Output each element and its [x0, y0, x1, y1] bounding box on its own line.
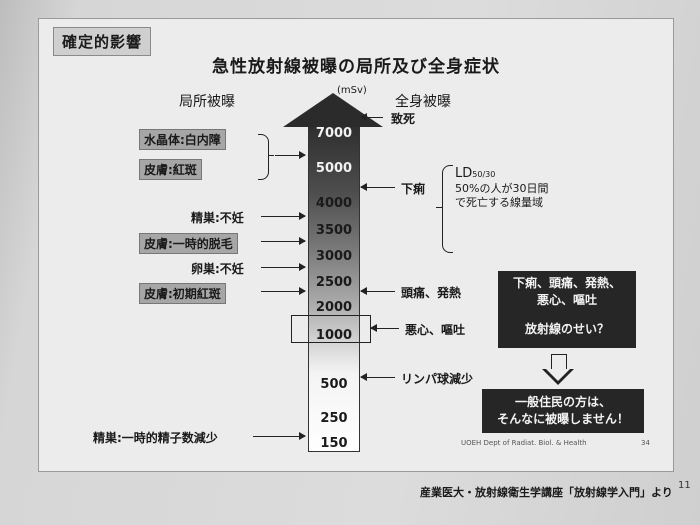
dose-7000: 7000 — [315, 126, 353, 141]
dose-150: 150 — [320, 436, 348, 451]
question-box: 下痢、頭痛、発熱、 悪心、嘔吐 放射線のせい？ — [498, 271, 636, 348]
local-label-skin-erythema: 皮膚:紅斑 — [139, 159, 202, 180]
dose-2500: 2500 — [315, 275, 353, 290]
whole-body-exposure-heading: 全身被曝 — [395, 94, 451, 110]
answer-box: 一般住民の方は、 そんなに被曝しません！ — [482, 389, 644, 433]
local-label-skin-early-erythema: 皮膚:初期紅斑 — [139, 283, 226, 304]
dose-arrow-head — [283, 93, 383, 127]
arrow-to-2500 — [261, 263, 306, 271]
local-exposure-heading: 局所被曝 — [179, 94, 235, 110]
answer-line1: 一般住民の方は、 — [514, 395, 611, 409]
question-line2: 悪心、嘔吐 — [536, 293, 597, 307]
ld-line2: で死亡する線量域 — [455, 196, 543, 209]
arrow-from-500 — [360, 373, 395, 381]
dose-bar: 7000 5000 4000 3500 3000 2500 2000 1000 … — [308, 126, 360, 452]
local-label-testes-sperm: 精巣:一時的精子数減少 — [93, 431, 218, 445]
dose-500: 500 — [320, 377, 348, 392]
whole-label-headache: 頭痛、発熱 — [401, 286, 462, 300]
ld-main: LD — [455, 166, 473, 181]
arrow-from-4000 — [360, 183, 395, 191]
down-arrow-shaft — [551, 354, 567, 371]
dose-4000: 4000 — [315, 196, 353, 211]
highlight-1000-box — [291, 315, 371, 343]
local-label-skin-hair-loss: 皮膚:一時的脱毛 — [139, 233, 238, 254]
section-header: 確定的影響 — [53, 27, 152, 56]
slide-number: 34 — [641, 439, 650, 447]
whole-label-diarrhea: 下痢 — [401, 182, 426, 196]
ld-line1: 50%の人が30日間 — [455, 182, 549, 195]
arrow-from-1000 — [370, 324, 399, 332]
local-label-lens: 水晶体:白内障 — [139, 129, 226, 150]
arrow-from-2000 — [360, 287, 395, 295]
local-label-testes-sterility: 精巣:不妊 — [191, 211, 244, 225]
dose-2000: 2000 — [315, 300, 353, 315]
dose-5000: 5000 — [315, 161, 353, 176]
page-number: 11 — [678, 480, 691, 491]
left-brace — [258, 134, 269, 180]
page-footer: 産業医大・放射線衛生学講座「放射線学入門」より — [420, 486, 673, 499]
local-label-ovary-sterility: 卵巣:不妊 — [191, 262, 244, 276]
arrow-to-150 — [253, 432, 306, 440]
whole-label-death: 致死 — [391, 112, 416, 126]
slide-title: 急性放射線被曝の局所及び全身症状 — [212, 57, 500, 77]
ld-annotation: LD50/30 50%の人が30日間 で死亡する線量域 — [455, 167, 548, 210]
arrow-to-2000 — [261, 287, 306, 295]
dose-3000: 3000 — [315, 249, 353, 264]
whole-label-nausea: 悪心、嘔吐 — [405, 323, 466, 337]
slide: 確定的影響 急性放射線被曝の局所及び全身症状 局所被曝 全身被曝 (mSv) 7… — [38, 18, 674, 472]
dose-250: 250 — [320, 411, 348, 426]
slide-credit: UOEH Dept of Radiat. Biol. & Health — [461, 439, 587, 447]
right-brace — [442, 165, 453, 253]
arrow-to-3000 — [261, 237, 306, 245]
arrow-to-5000 — [275, 151, 306, 159]
dose-unit: (mSv) — [337, 85, 367, 96]
ld-sub: 50/30 — [472, 170, 496, 179]
arrow-to-3500 — [261, 212, 306, 220]
answer-line2: そんなに被曝しません！ — [497, 412, 629, 426]
arrow-from-7000 — [360, 113, 383, 121]
dose-1000: 1000 — [315, 328, 353, 343]
question-line3: 放射線のせい？ — [524, 322, 609, 336]
whole-label-lymph: リンパ球減少 — [401, 372, 474, 386]
question-line1: 下痢、頭痛、発熱、 — [512, 276, 621, 290]
dose-3500: 3500 — [315, 223, 353, 238]
